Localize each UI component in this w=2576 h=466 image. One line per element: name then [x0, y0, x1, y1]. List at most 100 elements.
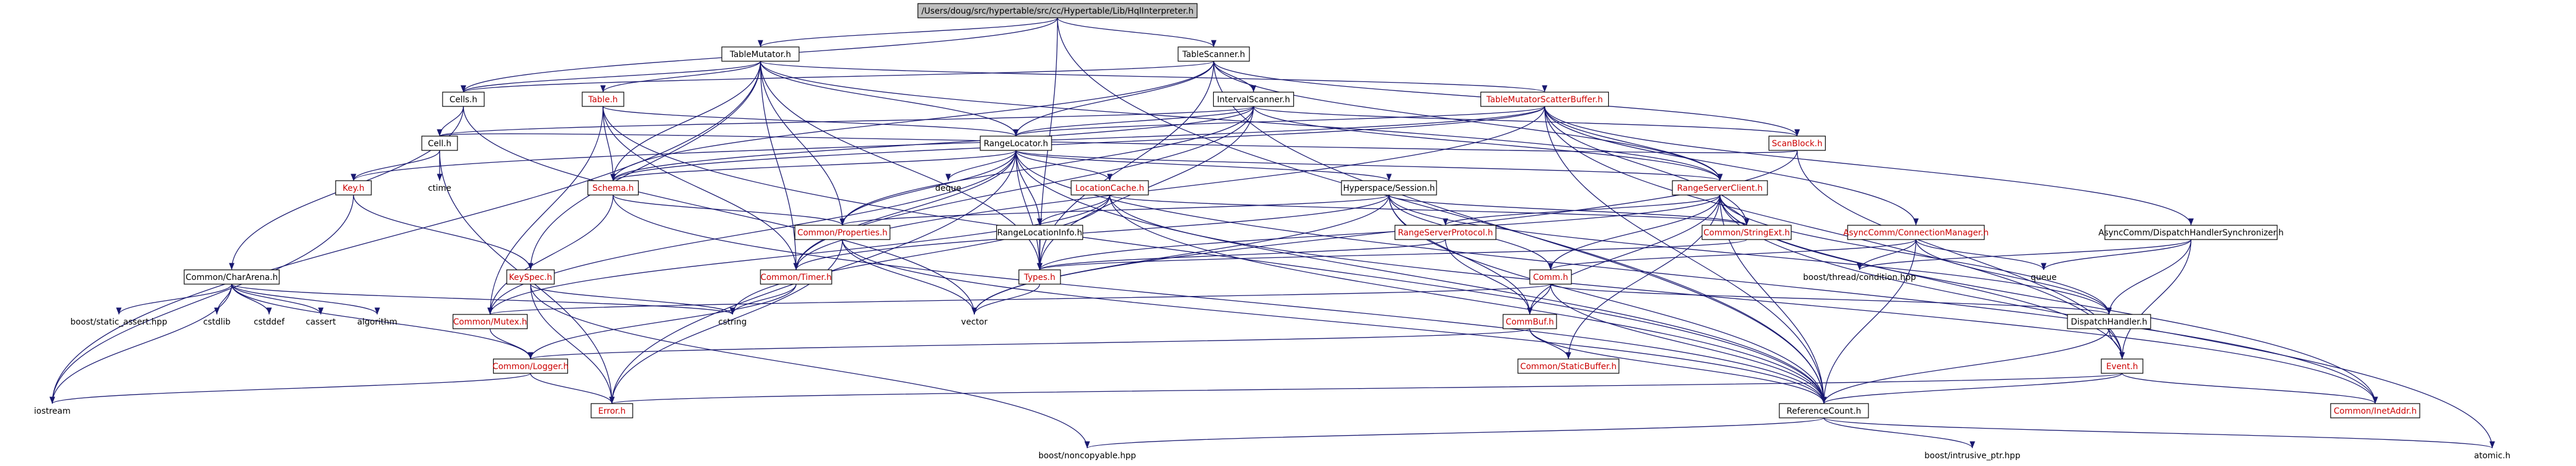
node-CommonLogger[interactable]: Common/Logger.h — [493, 358, 569, 374]
edge-Event-to-ReferenceCount — [1821, 373, 2123, 404]
edge-RangeLocator-to-LocationCache — [1015, 150, 1113, 181]
edge-TableMutator-to-KeySpec — [528, 61, 761, 270]
node-TableMutatorScatterBuffer[interactable]: TableMutatorScatterBuffer.h — [1480, 92, 1609, 107]
edge-RangeLocator-to-RangeServerClient — [1015, 150, 1723, 181]
node-Schema[interactable]: Schema.h — [587, 180, 639, 196]
node-RangeLocator[interactable]: RangeLocator.h — [980, 136, 1052, 151]
edge-AsyncCommDispatchHandlerSynchronizer-to-queue — [2041, 239, 2192, 270]
node-CommBuf[interactable]: CommBuf.h — [1502, 314, 1557, 329]
edge-RangeServerClient-to-Event — [1719, 194, 2125, 360]
node-KeySpec[interactable]: KeySpec.h — [506, 269, 555, 285]
node-atomic: atomic.h — [2474, 451, 2510, 461]
node-label: deque — [935, 184, 961, 193]
node-label: KeySpec.h — [509, 273, 553, 282]
node-AsyncCommDispatchHandlerSynchronizer[interactable]: AsyncComm/DispatchHandlerSynchronizer.h — [2098, 225, 2284, 240]
node-algorithm: algorithm — [357, 317, 397, 327]
edge-TableMutator-to-CommonProperties — [760, 61, 845, 226]
node-box — [1517, 358, 1620, 374]
edge-KeySpec-to-Error — [530, 284, 615, 404]
edge-ReferenceCount-to-boostintrusiveptr — [1823, 417, 1975, 449]
dependency-edges — [49, 17, 2495, 449]
node-RangeServerProtocol[interactable]: RangeServerProtocol.h — [1394, 225, 1497, 240]
node-CommonInetAddr[interactable]: Common/InetAddr.h — [2330, 403, 2420, 418]
edge-Table-to-Schema — [602, 106, 616, 181]
node-CommonStringExt[interactable]: Common/StringExt.h — [1701, 225, 1792, 240]
edge-Comm-to-CommBuf — [1527, 284, 1551, 315]
node-RangeServerClient[interactable]: RangeServerClient.h — [1672, 180, 1768, 196]
edge-CommonCharArena-to-CommonLogger — [231, 284, 533, 360]
edge-Comm-to-DispatchHandler — [1550, 284, 2112, 315]
edge-CommonProperties-to-vector — [842, 239, 977, 315]
node-label: Common/Logger.h — [493, 362, 569, 371]
edge-CommonCharArena-to-iostream — [49, 284, 232, 404]
node-cassert: cassert — [306, 317, 336, 327]
node-box — [1779, 403, 1869, 418]
edge-Schema-to-CommonMutex — [487, 194, 614, 315]
node-label: ReferenceCount.h — [1786, 407, 1861, 416]
node-RangeLocationInfo[interactable]: RangeLocationInfo.h — [996, 225, 1084, 240]
node-IntervalScanner[interactable]: IntervalScanner.h — [1213, 92, 1295, 107]
edge-Schema-to-CommonProperties — [613, 194, 845, 226]
node-box — [2067, 314, 2151, 329]
edge-CommonLogger-to-iostream — [49, 373, 531, 404]
node-Table[interactable]: Table.h — [582, 92, 624, 107]
node-AsyncCommConnectionManager[interactable]: AsyncComm/ConnectionManager.h — [1843, 225, 1989, 240]
node-box — [1213, 92, 1295, 107]
edge-ScanBlock-to-Cell — [437, 128, 1798, 153]
node-Types[interactable]: Types.h — [1018, 269, 1061, 285]
node-TableScanner[interactable]: TableScanner.h — [1177, 46, 1250, 62]
node-Event[interactable]: Event.h — [2101, 358, 2143, 374]
node-HyperspaceSession[interactable]: Hyperspace/Session.h — [1341, 180, 1437, 196]
node-Error[interactable]: Error.h — [591, 403, 633, 418]
node-Key[interactable]: Key.h — [335, 180, 372, 196]
node-CommonStaticBuffer[interactable]: Common/StaticBuffer.h — [1517, 358, 1620, 374]
node-label: cstdlib — [203, 317, 231, 327]
node-CommonTimer[interactable]: Common/Timer.h — [760, 269, 832, 285]
node-Comm[interactable]: Comm.h — [1529, 269, 1572, 285]
edge-IntervalScanner-to-ScanBlock — [1253, 106, 1800, 137]
node-CommonMutex[interactable]: Common/Mutex.h — [452, 314, 528, 329]
node-box — [1529, 269, 1572, 285]
node-ReferenceCount[interactable]: ReferenceCount.h — [1779, 403, 1869, 418]
edge-AsyncCommDispatchHandlerSynchronizer-to-Event — [2119, 239, 2192, 360]
node-cstddef: cstddef — [254, 317, 285, 327]
node-ctime: ctime — [428, 184, 451, 193]
node-TableMutator[interactable]: TableMutator.h — [721, 46, 800, 62]
edge-root-to-TableScanner — [1057, 17, 1217, 48]
node-box — [1341, 180, 1437, 196]
node-label: IntervalScanner.h — [1217, 95, 1290, 105]
node-label: ctime — [428, 184, 451, 193]
node-CommonProperties[interactable]: Common/Properties.h — [794, 225, 891, 240]
node-Cell[interactable]: Cell.h — [421, 136, 458, 151]
node-DispatchHandler[interactable]: DispatchHandler.h — [2067, 314, 2151, 329]
edge-IntervalScanner-to-Cell — [437, 106, 1254, 137]
node-box — [1480, 92, 1609, 107]
node-label: RangeServerClient.h — [1677, 184, 1763, 193]
node-label: Schema.h — [592, 184, 634, 193]
node-box — [421, 136, 458, 151]
node-label: AsyncComm/ConnectionManager.h — [1843, 228, 1989, 238]
node-vector: vector — [961, 317, 988, 327]
edge-CommonCharArena-to-cstring — [231, 284, 735, 315]
node-label: Common/InetAddr.h — [2334, 407, 2417, 416]
node-Cells[interactable]: Cells.h — [442, 92, 485, 107]
edge-RangeLocator-to-RangeLocationInfo — [1015, 150, 1043, 226]
edge-Key-to-iostream — [49, 194, 354, 404]
edge-TableScanner-to-RangeServerClient — [1213, 61, 1723, 181]
node-box — [760, 269, 832, 285]
node-box — [335, 180, 372, 196]
node-LocationCache[interactable]: LocationCache.h — [1071, 180, 1149, 196]
edge-CommonProperties-to-ReferenceCount — [842, 239, 1827, 404]
node-label: Types.h — [1024, 273, 1056, 282]
node-box — [721, 46, 800, 62]
edge-Event-to-Error — [610, 373, 2123, 404]
dependency-nodes: /Users/doug/src/hypertable/src/cc/Hypert… — [34, 3, 2511, 461]
edge-TableMutator-to-TableMutatorScatterBuffer — [760, 61, 1548, 93]
node-CommonCharArena[interactable]: Common/CharArena.h — [184, 269, 280, 285]
node-box — [2330, 403, 2420, 418]
node-ScanBlock[interactable]: ScanBlock.h — [1768, 136, 1826, 151]
edge-AsyncCommConnectionManager-to-Comm — [1548, 239, 1917, 270]
node-root[interactable]: /Users/doug/src/hypertable/src/cc/Hypert… — [917, 3, 1198, 18]
edge-DispatchHandler-to-ReferenceCount — [1821, 328, 2110, 404]
edge-RangeLocator-to-deque — [945, 150, 1016, 181]
